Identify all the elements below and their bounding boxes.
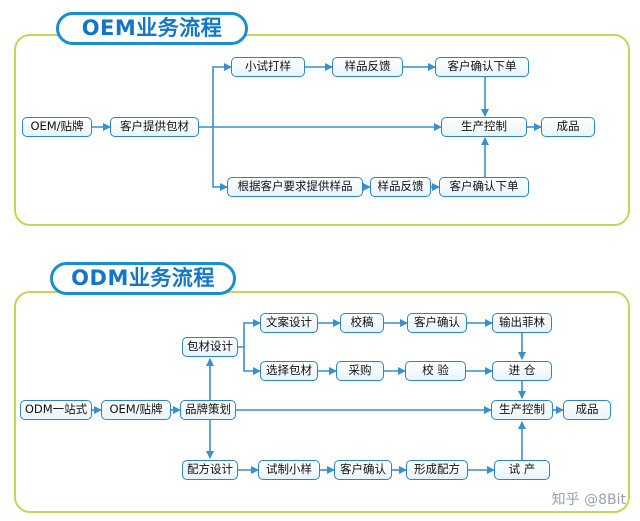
purchase-node: 采购 xyxy=(336,361,384,381)
oem-start-node: OEM/贴牌 xyxy=(22,117,92,137)
sample-feedback-top-node: 样品反馈 xyxy=(332,57,403,77)
output-film-node: 输出菲林 xyxy=(492,313,552,333)
trial-print-node: 小试打样 xyxy=(231,57,305,77)
sample-by-request-node: 根据客户要求提供样品 xyxy=(227,177,363,197)
oem-section-title: OEM业务流程 xyxy=(56,12,248,45)
client-confirm-sample-node: 客户确认 xyxy=(334,460,392,480)
client-materials-node: 客户提供包材 xyxy=(110,117,199,137)
odm-start-node: ODM一站式 xyxy=(20,400,92,420)
watermark: 知乎 @8Bit xyxy=(551,492,626,508)
odm-finished-node: 成品 xyxy=(563,400,611,420)
confirm-order-bottom-node: 客户确认下单 xyxy=(439,177,529,197)
odm-oem-node: OEM/贴牌 xyxy=(101,400,171,420)
inspect-node: 校 验 xyxy=(405,361,466,381)
trial-small-node: 试制小样 xyxy=(258,460,320,480)
confirm-order-top-node: 客户确认下单 xyxy=(435,57,529,77)
odm-production-node: 生产控制 xyxy=(491,400,553,420)
trial-production-node: 试 产 xyxy=(494,460,550,480)
odm-section-title: ODM业务流程 xyxy=(50,262,236,295)
client-confirm-copy-node: 客户确认 xyxy=(407,313,467,333)
form-formula-node: 形成配方 xyxy=(406,460,468,480)
oem-finished-node: 成品 xyxy=(541,117,595,137)
oem-production-node: 生产控制 xyxy=(441,117,527,137)
sample-feedback-bottom-node: 样品反馈 xyxy=(370,177,431,197)
brand-planning-node: 品牌策划 xyxy=(180,400,236,420)
proofread-node: 校稿 xyxy=(340,313,384,333)
packaging-design-node: 包材设计 xyxy=(182,337,238,357)
formula-design-node: 配方设计 xyxy=(182,460,238,480)
warehouse-node: 进 仓 xyxy=(492,361,552,381)
choose-packaging-node: 选择包材 xyxy=(260,361,318,381)
copy-design-node: 文案设计 xyxy=(260,313,318,333)
